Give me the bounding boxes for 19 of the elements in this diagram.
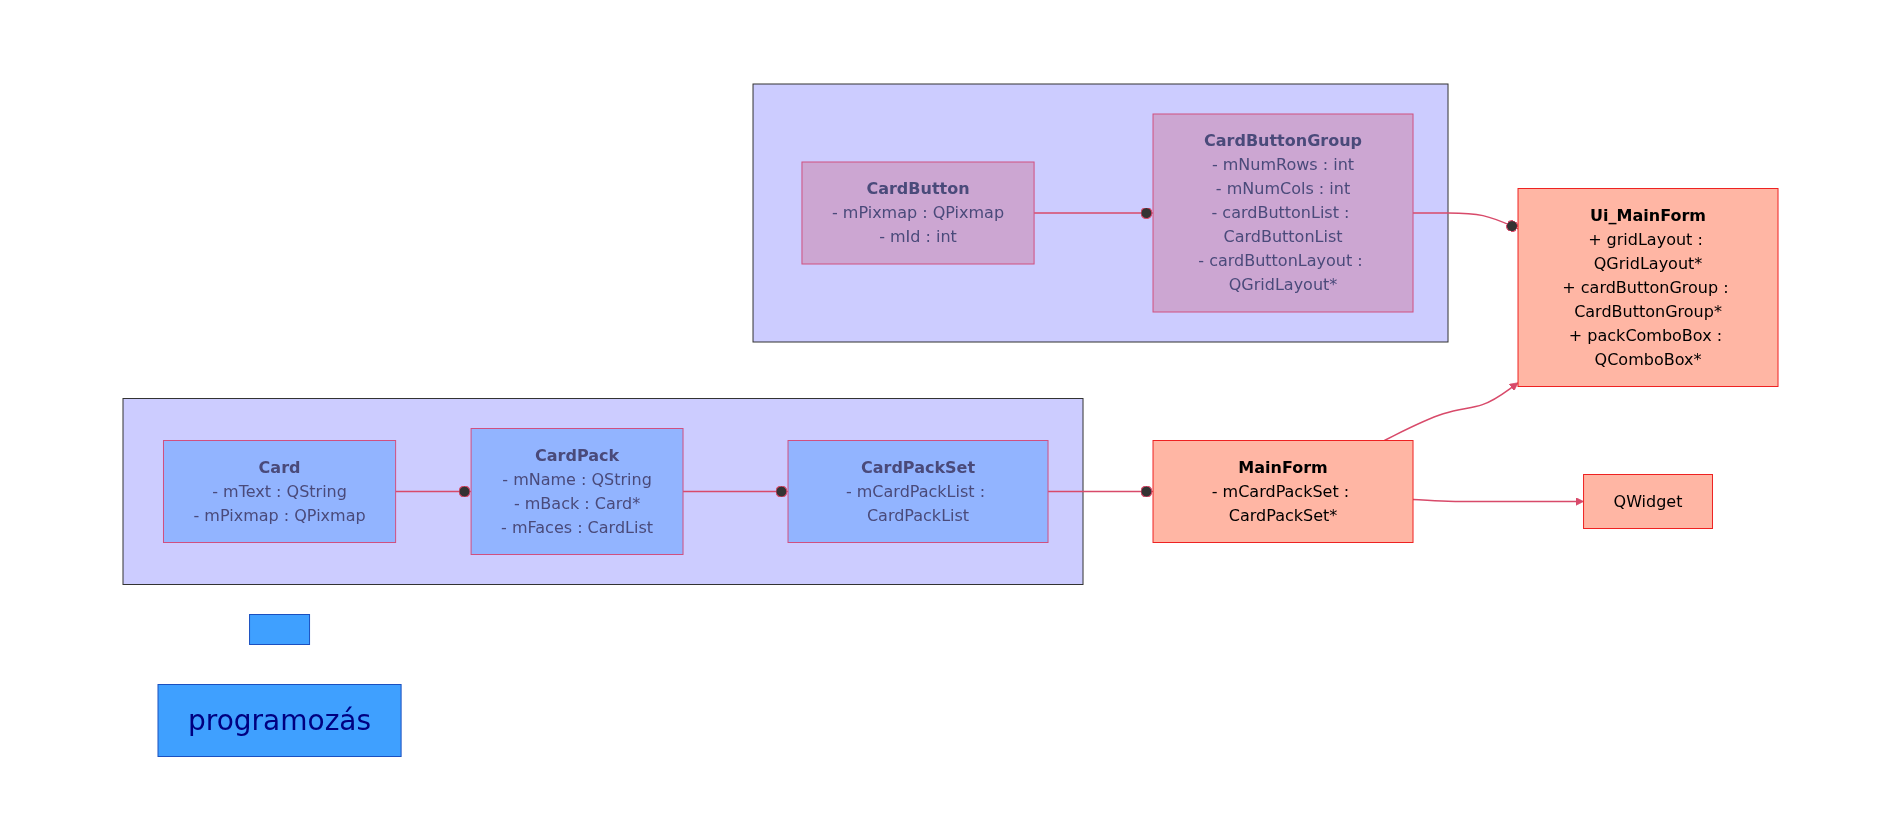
cluster	[122, 397, 1084, 585]
node-box: programozás	[157, 683, 402, 757]
node-box: MainForm - mCardPackSet : CardPackSet*	[1152, 439, 1414, 543]
arrow	[1412, 496, 1584, 506]
node-box: CardPack - mName : QString - mBack : Card* - mFaces : CardList	[470, 427, 684, 555]
connector	[1047, 485, 1154, 498]
node-box: CardPackSet - mCardPackList : CardPackList	[787, 439, 1049, 543]
cluster	[752, 83, 1449, 343]
connector	[682, 485, 789, 498]
connector	[394, 485, 472, 498]
arrow	[1383, 382, 1519, 441]
node-box: CardButton - mPixmap : QPixmap - mId : int	[801, 161, 1035, 265]
node-box	[249, 613, 311, 645]
connector	[1033, 206, 1154, 219]
node-box: CardButtonGroup - mNumRows : int - mNumCols : int - cardButtonList : CardButtonList - cardButtonLayout : QGridLayout*	[1152, 113, 1414, 313]
node-box: QWidget	[1583, 473, 1713, 529]
node-box: Card - mText : QString - mPixmap : QPixmap	[162, 439, 397, 543]
node-box: Ui_MainForm + gridLayout : QGridLayout* + cardButtonGroup : CardButtonGroup* + packComboBox : QComboBox*	[1517, 187, 1779, 387]
connector	[1412, 212, 1519, 232]
